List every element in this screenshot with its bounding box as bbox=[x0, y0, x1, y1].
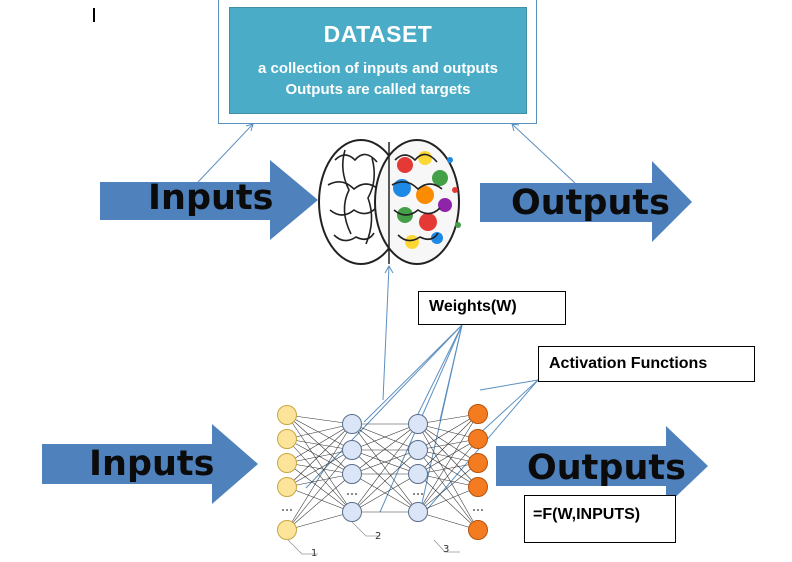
activation-functions-callout: Activation Functions bbox=[538, 346, 755, 382]
hidden1-ellipsis-dot bbox=[355, 493, 357, 495]
network-connection bbox=[417, 473, 479, 531]
input-node bbox=[277, 405, 297, 425]
bottom-inputs-label: Inputs bbox=[89, 444, 215, 484]
top-outputs-arrow bbox=[480, 161, 692, 242]
network-connection bbox=[417, 413, 479, 475]
hidden2-node bbox=[408, 440, 428, 460]
output-node bbox=[468, 429, 488, 449]
hidden1-ellipsis-dot bbox=[347, 493, 349, 495]
output-node bbox=[468, 477, 488, 497]
layer-label-2: 2 bbox=[375, 531, 381, 542]
network-connection bbox=[417, 438, 479, 513]
network-connection bbox=[417, 438, 479, 451]
network-connection bbox=[286, 473, 353, 531]
output-ellipsis-dot bbox=[481, 509, 483, 511]
hidden1-node bbox=[342, 440, 362, 460]
dataset-box: DATASET a collection of inputs and outpu… bbox=[229, 7, 527, 114]
network-connection bbox=[286, 449, 353, 488]
dataset-targets-note: Outputs are called targets bbox=[285, 81, 471, 98]
input-node bbox=[277, 520, 297, 540]
network-connection bbox=[417, 423, 479, 531]
network-connection bbox=[417, 423, 479, 440]
dataset-title: DATASET bbox=[323, 21, 433, 47]
input-ellipsis-dot bbox=[282, 509, 284, 511]
output-node bbox=[468, 404, 488, 424]
network-connection bbox=[286, 423, 353, 440]
network-connection bbox=[351, 423, 419, 513]
network-connection bbox=[286, 423, 353, 488]
output-node bbox=[468, 520, 488, 540]
neural-network bbox=[277, 404, 488, 540]
network-connection bbox=[351, 473, 419, 513]
bottom-outputs-label: Outputs bbox=[527, 448, 686, 488]
bottom-inputs-arrow bbox=[42, 424, 258, 504]
network-connection bbox=[286, 449, 353, 531]
top-inputs-label: Inputs bbox=[148, 178, 274, 218]
network-connection bbox=[351, 423, 419, 475]
hidden1-node bbox=[342, 414, 362, 434]
network-connection bbox=[286, 414, 353, 513]
network-connection bbox=[351, 423, 419, 451]
weights-callout: Weights(W) bbox=[418, 291, 566, 325]
dataset-description: a collection of inputs and outputs bbox=[258, 60, 498, 77]
network-connection bbox=[351, 449, 419, 513]
network-connection bbox=[286, 486, 353, 513]
input-node bbox=[277, 477, 297, 497]
network-connection bbox=[286, 473, 353, 488]
network-connection bbox=[417, 486, 479, 513]
network-connection bbox=[286, 462, 353, 513]
output-ellipsis-dot bbox=[477, 509, 479, 511]
network-connection bbox=[417, 423, 479, 464]
brain-illustration bbox=[318, 139, 461, 265]
layer-label-leaders bbox=[287, 521, 460, 555]
network-connection bbox=[286, 414, 353, 451]
text-cursor bbox=[93, 8, 95, 22]
network-connection bbox=[286, 438, 353, 451]
network-connection bbox=[286, 438, 353, 513]
network-connection bbox=[417, 413, 479, 425]
layer-label-1: 1 bbox=[311, 548, 317, 559]
network-connection bbox=[351, 449, 419, 475]
hidden2-ellipsis-dot bbox=[421, 493, 423, 495]
hidden2-node bbox=[408, 414, 428, 434]
network-connection bbox=[417, 423, 479, 488]
input-ellipsis-dot bbox=[286, 509, 288, 511]
network-connection bbox=[417, 473, 479, 488]
network-connection bbox=[417, 511, 479, 531]
network-connection bbox=[286, 423, 353, 531]
top-inputs-arrow bbox=[100, 160, 318, 240]
network-connection bbox=[286, 414, 353, 425]
hidden1-ellipsis-dot bbox=[351, 493, 353, 495]
network-connection bbox=[417, 413, 479, 451]
network-connection bbox=[417, 462, 479, 513]
input-ellipsis-dot bbox=[290, 509, 292, 511]
hidden2-node bbox=[408, 502, 428, 522]
input-node bbox=[277, 453, 297, 473]
network-connection bbox=[417, 438, 479, 475]
hidden1-node bbox=[342, 464, 362, 484]
bottom-outputs-arrow bbox=[496, 426, 708, 506]
network-connection bbox=[417, 413, 479, 513]
output-node bbox=[468, 453, 488, 473]
network-connection bbox=[417, 462, 479, 475]
layer-label-3: 3 bbox=[443, 544, 449, 555]
input-node bbox=[277, 429, 297, 449]
network-connection bbox=[286, 423, 353, 464]
formula-box: =F(W,INPUTS) bbox=[524, 495, 676, 543]
hidden1-node bbox=[342, 502, 362, 522]
hidden2-node bbox=[408, 464, 428, 484]
hidden2-ellipsis-dot bbox=[413, 493, 415, 495]
hidden2-ellipsis-dot bbox=[417, 493, 419, 495]
top-outputs-label: Outputs bbox=[511, 183, 670, 223]
network-connection bbox=[286, 511, 353, 531]
network-connection bbox=[417, 449, 479, 531]
network-connection bbox=[286, 449, 353, 464]
output-ellipsis-dot bbox=[473, 509, 475, 511]
